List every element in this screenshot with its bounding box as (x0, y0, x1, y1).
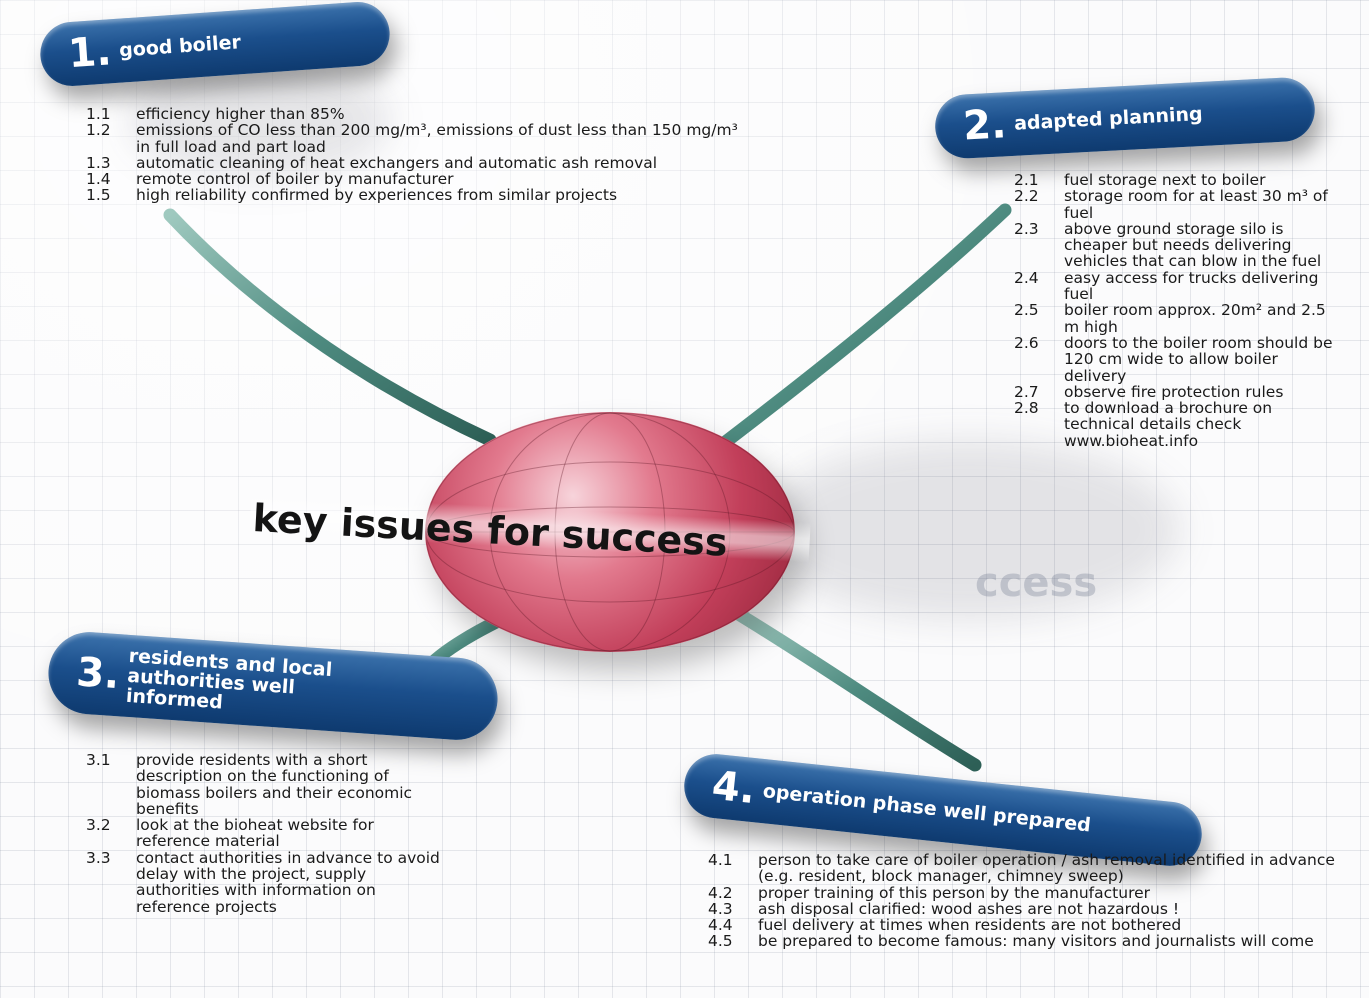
section-title: operation phase well prepared (761, 780, 1092, 837)
item-text: observe fire protection rules (1064, 382, 1284, 401)
item-text: person to take care of boiler operation … (758, 851, 1335, 886)
item-number: 1.2 (86, 121, 111, 140)
section-title: adapted planning (1013, 102, 1204, 135)
list-item: 4.5 be prepared to become famous: many vi… (708, 932, 1348, 951)
list-item: 2.7 observe fire protection rules (1014, 382, 1344, 401)
list-item: 3.1 provide residents with a short descri… (86, 752, 446, 817)
list-item: 1.5 high reliability confirmed by experie… (86, 186, 746, 205)
item-number: 4.5 (708, 932, 733, 951)
list-item: 4.4 fuel delivery at times when residents… (708, 916, 1348, 935)
list-item: 2.4 easy access for trucks delivering fue… (1014, 270, 1344, 303)
list-item: 2.2 storage room for at least 30 m³ of fu… (1014, 188, 1344, 221)
item-number: 2.8 (1014, 399, 1039, 418)
list-item: 4.3 ash disposal clarified: wood ashes ar… (708, 899, 1348, 918)
item-number: 4.3 (708, 899, 733, 918)
list-item: 1.2 emissions of CO less than 200 mg/m³, … (86, 122, 746, 155)
section-1-list: 1.1 efficiency higher than 85% 1.2 emission… (86, 106, 746, 204)
item-number: 1.1 (86, 105, 111, 123)
item-number: 1.5 (86, 186, 111, 205)
list-item: 2.8 to download a brochure on technical d… (1014, 400, 1344, 449)
list-item: 2.1 fuel storage next to boiler (1014, 171, 1344, 189)
list-item: 1.4 remote control of boiler by manufactu… (86, 170, 746, 189)
item-number: 2.6 (1014, 333, 1039, 352)
item-text: doors to the boiler room should be 120 c… (1064, 333, 1333, 385)
item-text: efficiency higher than 85% (136, 105, 345, 123)
item-text: boiler room approx. 20m² and 2.5 m high (1064, 301, 1326, 336)
item-text: easy access for trucks delivering fuel (1064, 268, 1319, 304)
shadow-right (760, 440, 1180, 620)
section-number: 2. (962, 101, 1008, 150)
item-text: fuel delivery at times when residents ar… (758, 916, 1182, 935)
shadow-text: ccess (975, 560, 1098, 606)
rod-to-section-2 (708, 203, 1012, 457)
list-item: 3.2 look at the bioheat website for refer… (86, 817, 446, 850)
section-2-list: 2.1 fuel storage next to boiler 2.2 storage… (1014, 172, 1344, 449)
rod-to-section-4 (733, 608, 982, 772)
list-item: 4.2 proper training of this person by the… (708, 883, 1348, 902)
item-number: 4.1 (708, 851, 733, 869)
list-item: 2.5 boiler room approx. 20m² and 2.5 m hi… (1014, 302, 1344, 335)
item-text: above ground storage silo is cheaper but… (1064, 219, 1322, 271)
section-title: good boiler (118, 31, 242, 62)
list-item: 2.3 above ground storage silo is cheaper … (1014, 221, 1344, 270)
section-number: 4. (709, 762, 758, 814)
item-number: 4.2 (708, 883, 733, 902)
item-number: 2.1 (1014, 171, 1039, 189)
section-number: 1. (66, 28, 113, 78)
shadow-top-left (130, 60, 390, 180)
item-text: contact authorities in advance to avoid … (136, 848, 440, 916)
section-title: residents and local authorities well inf… (125, 644, 333, 714)
item-number: 2.3 (1014, 219, 1039, 238)
item-number: 2.7 (1014, 382, 1039, 401)
item-number: 2.5 (1014, 301, 1039, 320)
item-text: look at the bioheat website for referenc… (136, 816, 374, 851)
list-item: 1.1 efficiency higher than 85% (86, 105, 746, 123)
section-number: 3. (74, 649, 122, 699)
item-text: to download a brochure on technical deta… (1064, 399, 1273, 450)
list-item: 4.1 person to take care of boiler operati… (708, 852, 1348, 885)
section-4-list: 4.1 person to take care of boiler operati… (708, 852, 1348, 950)
list-item: 2.6 doors to the boiler room should be 12… (1014, 335, 1344, 384)
item-number: 4.4 (708, 916, 733, 935)
item-number: 2.2 (1014, 187, 1039, 206)
item-text: proper training of this person by the ma… (758, 883, 1151, 902)
list-item: 3.3 contact authorities in advance to avo… (86, 850, 446, 915)
rod-to-section-1 (163, 208, 497, 447)
item-text: automatic cleaning of heat exchangers an… (136, 153, 658, 172)
item-number: 1.3 (86, 153, 111, 172)
item-text: emissions of CO less than 200 mg/m³, emi… (136, 121, 738, 156)
item-number: 3.3 (86, 848, 111, 867)
list-item: 1.3 automatic cleaning of heat exchangers… (86, 153, 746, 172)
item-number: 1.4 (86, 170, 111, 189)
item-text: storage room for at least 30 m³ of fuel (1064, 187, 1328, 222)
item-text: remote control of boiler by manufacturer (136, 170, 454, 189)
item-number: 2.4 (1014, 268, 1039, 287)
item-number: 3.1 (86, 751, 111, 769)
item-text: ash disposal clarified: wood ashes are n… (758, 899, 1180, 918)
item-text: fuel storage next to boiler (1064, 171, 1266, 189)
item-number: 3.2 (86, 816, 111, 835)
section-3-list: 3.1 provide residents with a short descri… (86, 752, 446, 915)
item-text: provide residents with a short descripti… (136, 751, 413, 818)
item-text: high reliability confirmed by experience… (136, 186, 618, 205)
item-text: be prepared to become famous: many visit… (758, 932, 1314, 951)
